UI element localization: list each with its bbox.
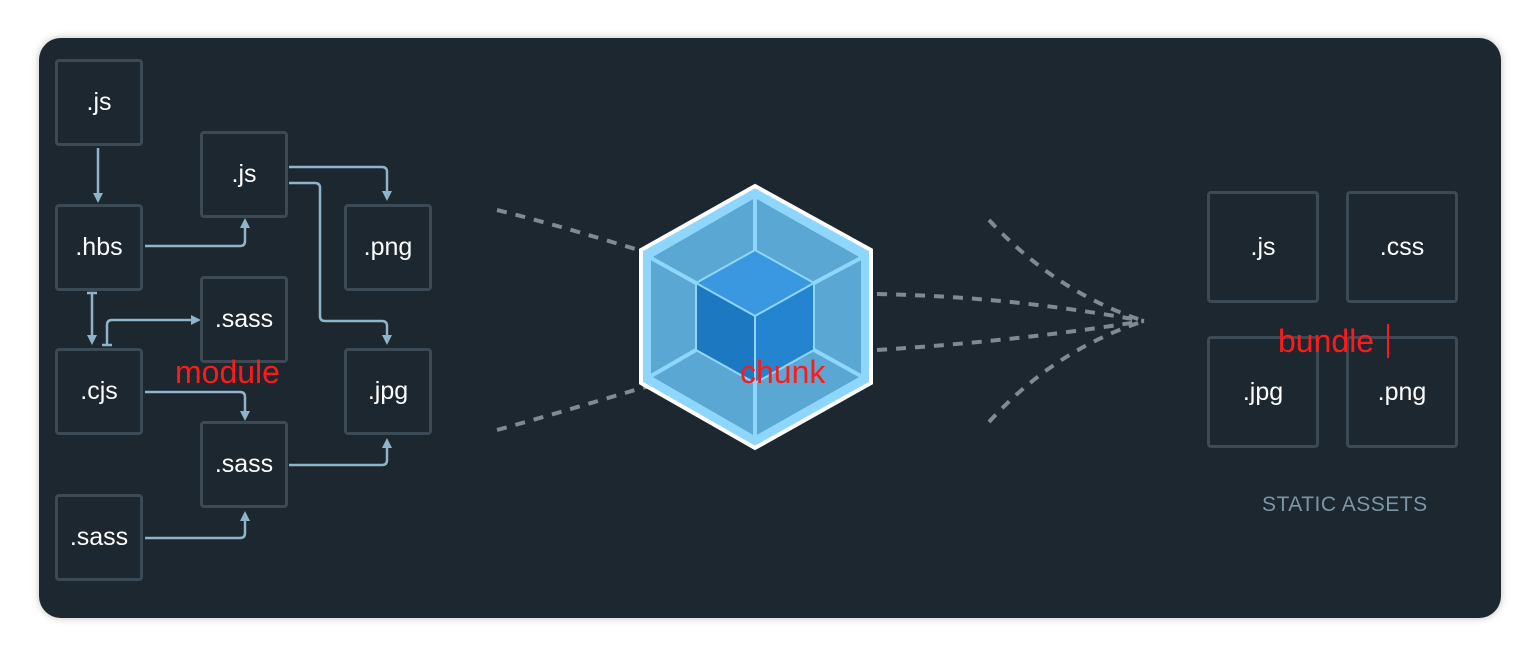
dash-out-upper [987,218,1145,323]
diagram-panel: .js .js .hbs .png .sass .cjs .jpg .sass … [39,38,1501,618]
dash-in-bottom [496,384,650,432]
diagram-graphics [87,148,1145,540]
module-box-sass-a: .sass [200,276,288,363]
text-cursor [1387,324,1389,358]
dash-out-lower [987,319,1145,424]
module-annotation: module [175,354,280,390]
module-box-png: .png [344,204,432,291]
dashed-output-lines [876,218,1145,424]
dash-in-top [496,208,650,255]
module-box-sass-b: .sass [200,421,288,508]
module-box-hbs: .hbs [55,204,143,291]
arrow-js-to-jpg [289,181,392,345]
module-box-cjs: .cjs [55,348,143,435]
dash-out-top [876,292,1145,323]
cube-icon [639,183,873,451]
asset-box-css: .css [1346,191,1458,303]
static-assets-caption: STATIC ASSETS [1262,493,1428,516]
asset-box-png: .png [1346,336,1458,448]
dash-out-bottom [876,319,1145,352]
arrow-cjs-to-sass-b [145,390,250,421]
arrow-sass-c-to-sass-b [145,511,250,540]
asset-box-jpg: .jpg [1207,336,1319,448]
arrow-sass-to-jpg [289,438,392,467]
arrow-tails [87,291,112,347]
arrow-js-to-png [289,165,392,201]
module-box-js-top: .js [55,59,143,146]
module-box-js-mid: .js [200,131,288,218]
module-box-jpg: .jpg [344,348,432,435]
arrow-cjs-to-sass [105,315,201,345]
module-arrows [87,148,392,540]
bundle-annotation: bundle [1278,323,1375,359]
asset-box-js: .js [1207,191,1319,303]
module-box-sass-c: .sass [55,494,143,581]
arrow-hbs-to-js [145,218,250,248]
chunk-annotation: chunk [740,354,826,390]
dashed-input-lines [496,208,650,432]
